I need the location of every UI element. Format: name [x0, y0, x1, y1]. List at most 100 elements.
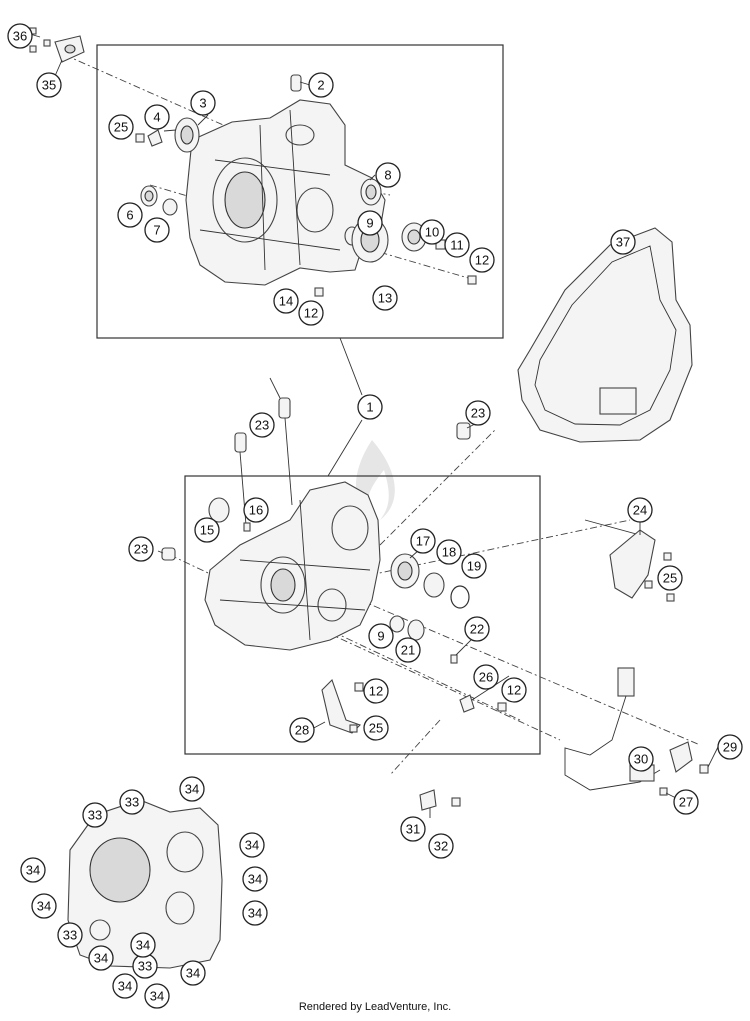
svg-text:25: 25: [369, 721, 383, 736]
callout-34[interactable]: 34: [112, 973, 138, 999]
svg-text:34: 34: [185, 782, 199, 797]
svg-text:34: 34: [118, 979, 132, 994]
callout-34[interactable]: 34: [242, 866, 268, 892]
svg-text:9: 9: [377, 629, 384, 644]
svg-text:1: 1: [366, 400, 373, 415]
callout-34[interactable]: 34: [88, 945, 114, 971]
svg-text:11: 11: [450, 238, 464, 253]
svg-text:13: 13: [378, 291, 392, 306]
circlip-19: [450, 585, 470, 609]
callout-23[interactable]: 23: [249, 412, 275, 438]
callout-32[interactable]: 32: [428, 833, 454, 859]
footer-credit: Rendered by LeadVenture, Inc.: [298, 1001, 452, 1013]
svg-text:36: 36: [13, 29, 27, 44]
callout-10[interactable]: 10: [419, 219, 445, 245]
callout-9[interactable]: 9: [357, 210, 383, 236]
callout-25[interactable]: 25: [108, 114, 134, 140]
callout-34[interactable]: 34: [144, 983, 170, 1009]
callout-9[interactable]: 9: [368, 623, 394, 649]
leader-line: [339, 337, 363, 396]
callout-25[interactable]: 25: [363, 715, 389, 741]
dowel-23: [456, 422, 471, 440]
callout-7[interactable]: 7: [144, 217, 170, 243]
callout-30[interactable]: 30: [628, 746, 654, 772]
callout-35[interactable]: 35: [36, 72, 62, 98]
callout-12[interactable]: 12: [298, 300, 324, 326]
callout-11[interactable]: 11: [444, 232, 470, 258]
svg-text:34: 34: [245, 838, 259, 853]
callout-33[interactable]: 33: [82, 802, 108, 828]
callout-21[interactable]: 21: [395, 637, 421, 663]
callout-34[interactable]: 34: [20, 857, 46, 883]
callout-14[interactable]: 14: [273, 288, 299, 314]
callout-12[interactable]: 12: [363, 678, 389, 704]
callout-17[interactable]: 17: [410, 528, 436, 554]
axis-line: [64, 54, 231, 129]
screw-25: [349, 724, 358, 733]
callout-8[interactable]: 8: [375, 162, 401, 188]
clip-26: [459, 694, 475, 713]
svg-text:34: 34: [37, 899, 51, 914]
callout-23[interactable]: 23: [465, 400, 491, 426]
svg-text:3: 3: [199, 96, 206, 111]
svg-text:16: 16: [249, 503, 263, 518]
callout-34[interactable]: 34: [180, 960, 206, 986]
axis-line: [369, 519, 631, 576]
callout-29[interactable]: 29: [717, 734, 743, 760]
callout-24[interactable]: 24: [627, 497, 653, 523]
upper-detail-frame: [96, 44, 504, 339]
svg-text:12: 12: [475, 253, 489, 268]
callout-34[interactable]: 34: [31, 893, 57, 919]
callout-27[interactable]: 27: [673, 789, 699, 815]
callout-15[interactable]: 15: [194, 517, 220, 543]
callout-19[interactable]: 19: [461, 553, 487, 579]
bushing-15: [208, 497, 230, 523]
callout-6[interactable]: 6: [117, 202, 143, 228]
callout-4[interactable]: 4: [144, 104, 170, 130]
callout-36[interactable]: 36: [7, 23, 33, 49]
svg-text:19: 19: [467, 559, 481, 574]
callout-34[interactable]: 34: [130, 932, 156, 958]
callout-23[interactable]: 23: [128, 536, 154, 562]
callout-12[interactable]: 12: [469, 247, 495, 273]
svg-text:34: 34: [248, 872, 262, 887]
callout-26[interactable]: 26: [473, 664, 499, 690]
callout-16[interactable]: 16: [243, 497, 269, 523]
callout-31[interactable]: 31: [400, 816, 426, 842]
callout-28[interactable]: 28: [289, 717, 315, 743]
svg-text:23: 23: [471, 406, 485, 421]
callout-18[interactable]: 18: [436, 539, 462, 565]
callout-1[interactable]: 1: [357, 394, 383, 420]
bearing-21: [407, 619, 425, 641]
callout-3[interactable]: 3: [190, 90, 216, 116]
svg-text:15: 15: [200, 523, 214, 538]
svg-text:30: 30: [634, 752, 648, 767]
screw-12: [467, 275, 477, 285]
callout-13[interactable]: 13: [372, 285, 398, 311]
callout-22[interactable]: 22: [464, 616, 490, 642]
svg-text:14: 14: [279, 294, 293, 309]
callout-33[interactable]: 33: [132, 953, 158, 979]
svg-text:18: 18: [442, 545, 456, 560]
callout-25[interactable]: 25: [657, 565, 683, 591]
dowel-pin-2: [290, 74, 302, 92]
callout-34[interactable]: 34: [179, 776, 205, 802]
callout-34[interactable]: 34: [242, 900, 268, 926]
svg-text:17: 17: [416, 534, 430, 549]
bearing-3: [174, 117, 200, 153]
svg-text:27: 27: [679, 795, 693, 810]
svg-text:12: 12: [507, 683, 521, 698]
svg-text:33: 33: [125, 795, 139, 810]
callout-33[interactable]: 33: [119, 789, 145, 815]
callout-33[interactable]: 33: [57, 922, 83, 948]
callout-12[interactable]: 12: [501, 677, 527, 703]
callout-34[interactable]: 34: [239, 832, 265, 858]
svg-text:22: 22: [470, 622, 484, 637]
svg-text:34: 34: [150, 989, 164, 1004]
leader-line: [327, 419, 363, 477]
clip-4: [147, 129, 163, 147]
callout-37[interactable]: 37: [610, 229, 636, 255]
callout-2[interactable]: 2: [308, 72, 334, 98]
svg-text:25: 25: [114, 120, 128, 135]
